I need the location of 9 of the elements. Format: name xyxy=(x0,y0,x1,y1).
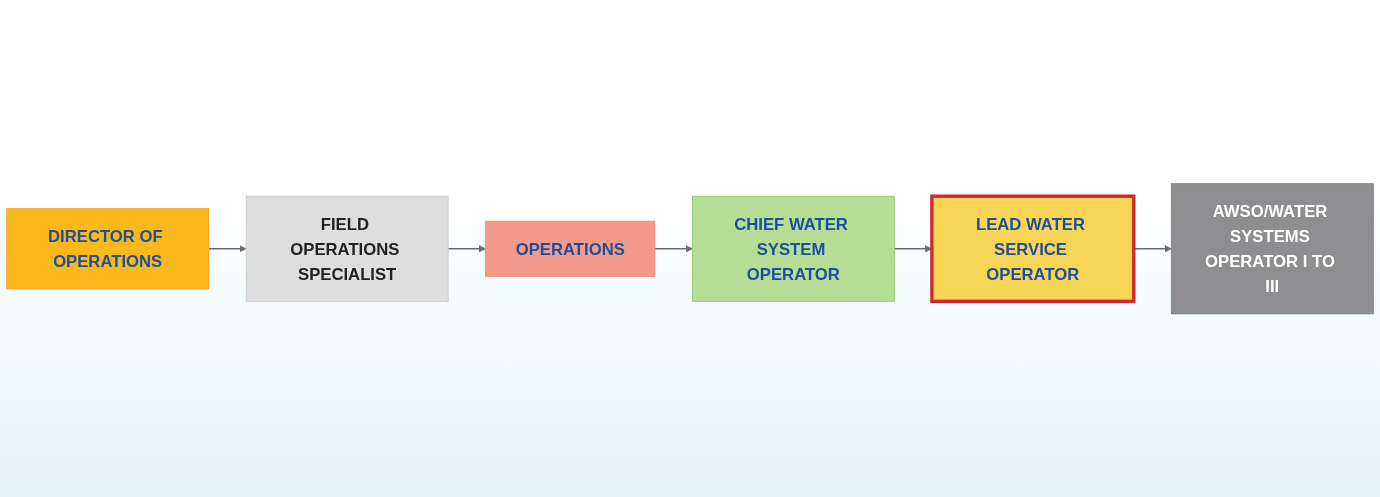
arrow xyxy=(654,244,693,253)
node-box: LEAD WATER SERVICE OPERATOR xyxy=(930,194,1136,303)
node-box: AWSO/WATER SYSTEMS OPERATOR I TO III xyxy=(1170,183,1374,314)
arrow xyxy=(207,244,247,253)
node-box: FIELD OPERATIONS SPECIALIST xyxy=(245,195,449,302)
arrow xyxy=(447,244,486,253)
node-box: CHIEF WATER SYSTEM OPERATOR xyxy=(692,195,895,302)
node-box: DIRECTOR OF OPERATIONS xyxy=(6,208,210,289)
node-box: OPERATIONS xyxy=(485,220,656,277)
